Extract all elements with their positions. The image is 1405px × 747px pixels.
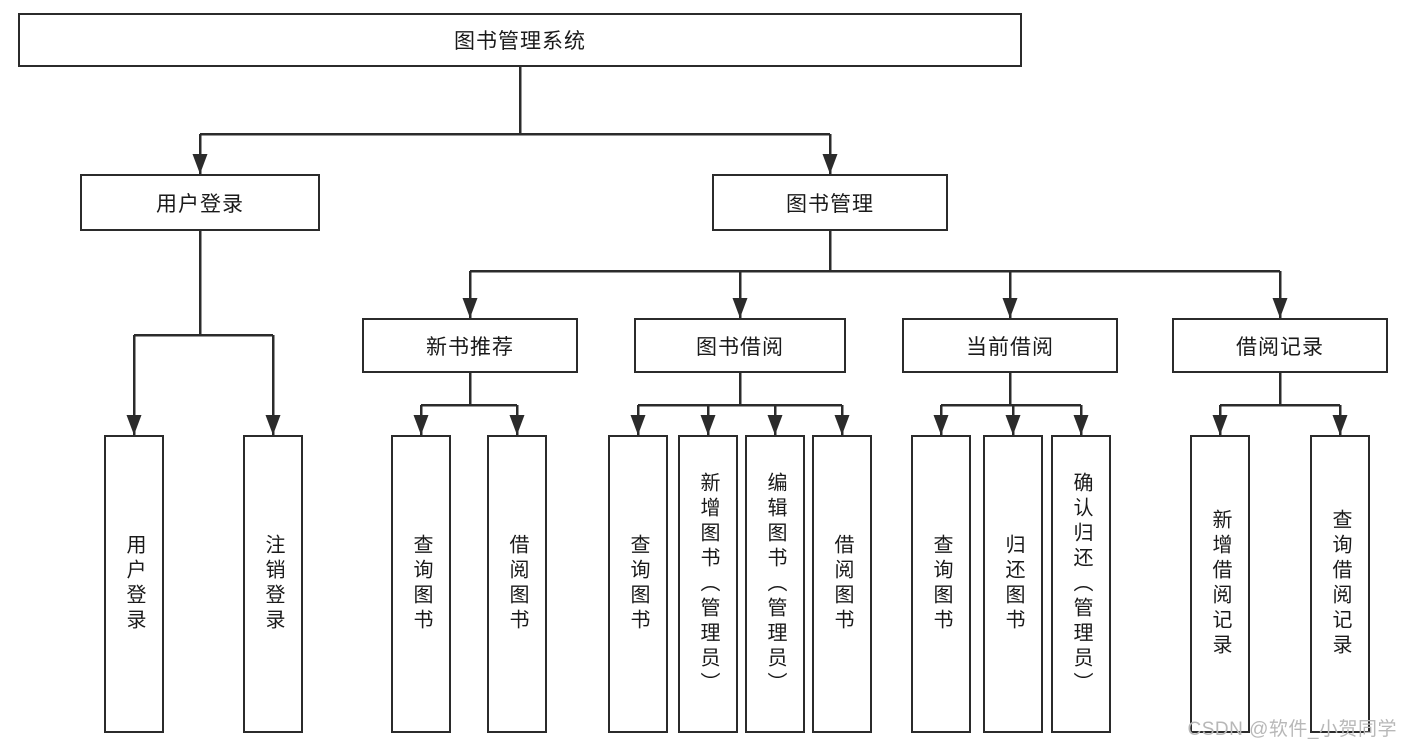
node-label: 借阅图书 [506, 534, 528, 634]
arrow-head [822, 154, 838, 174]
node-return-book[interactable]: 归还图书 [983, 435, 1043, 733]
node-root[interactable]: 图书管理系统 [18, 13, 1022, 67]
node-user-logout-leaf[interactable]: 注销登录 [243, 435, 303, 733]
node-label: 新增图书（管理员） [697, 471, 719, 697]
node-label: 借阅图书 [831, 534, 853, 634]
node-label: 查询图书 [930, 534, 952, 634]
node-label: 新增借阅记录 [1209, 509, 1231, 659]
node-add-book[interactable]: 新增图书（管理员） [678, 435, 738, 733]
node-label: 图书管理 [786, 192, 874, 216]
node-label: 确认归还（管理员） [1070, 471, 1092, 697]
node-book-manage[interactable]: 图书管理 [712, 174, 948, 231]
node-borrow-record[interactable]: 借阅记录 [1172, 318, 1388, 373]
node-q-book-3[interactable]: 查询图书 [911, 435, 971, 733]
node-label: 新书推荐 [426, 335, 514, 359]
node-current-borrow[interactable]: 当前借阅 [902, 318, 1118, 373]
arrow-head [1005, 415, 1021, 435]
arrow-head [509, 415, 525, 435]
node-label: 查询图书 [410, 534, 432, 634]
arrow-head [732, 298, 748, 318]
node-label: 图书借阅 [696, 335, 784, 359]
node-label: 查询图书 [627, 534, 649, 634]
arrow-head [933, 415, 949, 435]
node-label: 借阅记录 [1236, 335, 1324, 359]
node-add-record[interactable]: 新增借阅记录 [1190, 435, 1250, 733]
arrow-head [265, 415, 281, 435]
node-label: 注销登录 [262, 534, 284, 634]
arrow-head [462, 298, 478, 318]
node-label: 查询借阅记录 [1329, 509, 1351, 659]
arrow-head [767, 415, 783, 435]
node-label: 用户登录 [156, 192, 244, 216]
arrow-head [1332, 415, 1348, 435]
node-label: 图书管理系统 [454, 30, 586, 53]
arrow-head [1073, 415, 1089, 435]
arrow-head [413, 415, 429, 435]
node-label: 用户登录 [123, 534, 145, 634]
node-label: 编辑图书（管理员） [764, 471, 786, 697]
arrow-head [126, 415, 142, 435]
arrow-head [1272, 298, 1288, 318]
node-book-borrow[interactable]: 图书借阅 [634, 318, 846, 373]
arrow-head [834, 415, 850, 435]
arrow-head [700, 415, 716, 435]
node-label: 归还图书 [1002, 534, 1024, 634]
node-new-book[interactable]: 新书推荐 [362, 318, 578, 373]
node-q-book-2[interactable]: 查询图书 [608, 435, 668, 733]
node-query-record[interactable]: 查询借阅记录 [1310, 435, 1370, 733]
node-b-book-2[interactable]: 借阅图书 [812, 435, 872, 733]
watermark-label: CSDN @软件_小贺同学 [1187, 719, 1397, 740]
node-label: 当前借阅 [966, 335, 1054, 359]
node-user-login-leaf[interactable]: 用户登录 [104, 435, 164, 733]
node-confirm-return[interactable]: 确认归还（管理员） [1051, 435, 1111, 733]
node-user-login[interactable]: 用户登录 [80, 174, 320, 231]
node-q-book-1[interactable]: 查询图书 [391, 435, 451, 733]
node-b-book-1[interactable]: 借阅图书 [487, 435, 547, 733]
arrow-head [1212, 415, 1228, 435]
arrow-head [192, 154, 208, 174]
arrow-head [630, 415, 646, 435]
arrow-head [1002, 298, 1018, 318]
node-edit-book[interactable]: 编辑图书（管理员） [745, 435, 805, 733]
